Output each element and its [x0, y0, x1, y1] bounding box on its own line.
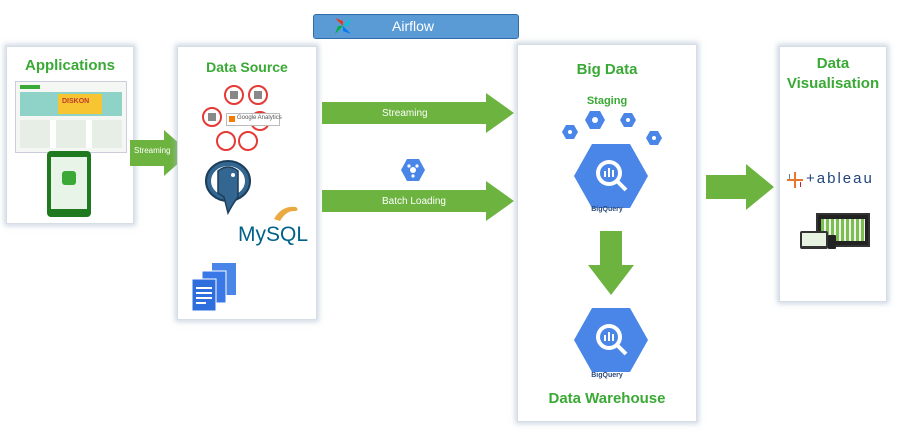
tableau-label: +ableau [806, 170, 874, 187]
arrow-to-visualisation [706, 164, 774, 210]
arrow-batch-loading [322, 181, 514, 221]
visualisation-title-line2: Visualisation [786, 75, 880, 92]
dashboard-laptop [800, 231, 828, 249]
data-source-panel: Data Source Google Analytics MySQL [177, 46, 317, 320]
phone-mockup [47, 151, 91, 217]
applications-panel: Applications DISKON [6, 46, 134, 224]
website-content [20, 120, 122, 148]
visualisation-title-line1: Data [816, 55, 850, 72]
big-data-panel: Big Data Staging BigQuery BigQuery Data … [517, 44, 697, 422]
applications-title: Applications [24, 57, 115, 74]
airflow-banner: Airflow [313, 14, 519, 39]
airflow-label: Airflow [392, 18, 435, 34]
google-docs-icon [192, 263, 236, 312]
mysql-dolphin-icon [274, 206, 298, 221]
banner-text: DISKON [62, 98, 90, 105]
staging-label: Staging [586, 95, 628, 107]
arrow-to-warehouse [588, 231, 634, 295]
website-logo [20, 85, 40, 89]
arrow-app-to-source [130, 130, 190, 176]
visualisation-panel: Data Visualisation +ableau [779, 46, 887, 302]
arrow-batch-label: Batch Loading [382, 196, 446, 207]
warehouse-bigquery-label: BigQuery [591, 372, 623, 379]
phone-screen [51, 157, 87, 209]
airflow-icon [335, 18, 351, 34]
google-analytics-label: Google Analytics [237, 115, 282, 121]
tableau-logo-icon [787, 172, 803, 188]
website-banner: DISKON [20, 92, 122, 116]
warehouse-bigquery-icon [574, 308, 648, 372]
mysql-label: MySQL [238, 223, 309, 246]
phone-app-icon [62, 171, 76, 185]
data-warehouse-title: Data Warehouse [548, 390, 666, 407]
dashboard-phone [828, 235, 836, 249]
pubsub-icon [401, 159, 425, 181]
website-screenshot: DISKON [15, 81, 127, 153]
google-analytics-icon [229, 116, 235, 122]
banner-promo [58, 94, 102, 114]
arrow-app-to-source-label: Streaming [134, 146, 171, 155]
arrow-streaming [322, 93, 514, 133]
arrow-streaming-label: Streaming [382, 108, 428, 119]
postgresql-icon [205, 160, 251, 216]
google-analytics-badge: Google Analytics [226, 113, 282, 126]
laptop-screen [802, 233, 826, 246]
staging-bigquery-icons [562, 111, 662, 145]
staging-bigquery-icon [574, 144, 648, 208]
data-source-title: Data Source [206, 59, 288, 75]
big-data-title: Big Data [576, 61, 638, 78]
staging-bigquery-label: BigQuery [591, 206, 623, 213]
